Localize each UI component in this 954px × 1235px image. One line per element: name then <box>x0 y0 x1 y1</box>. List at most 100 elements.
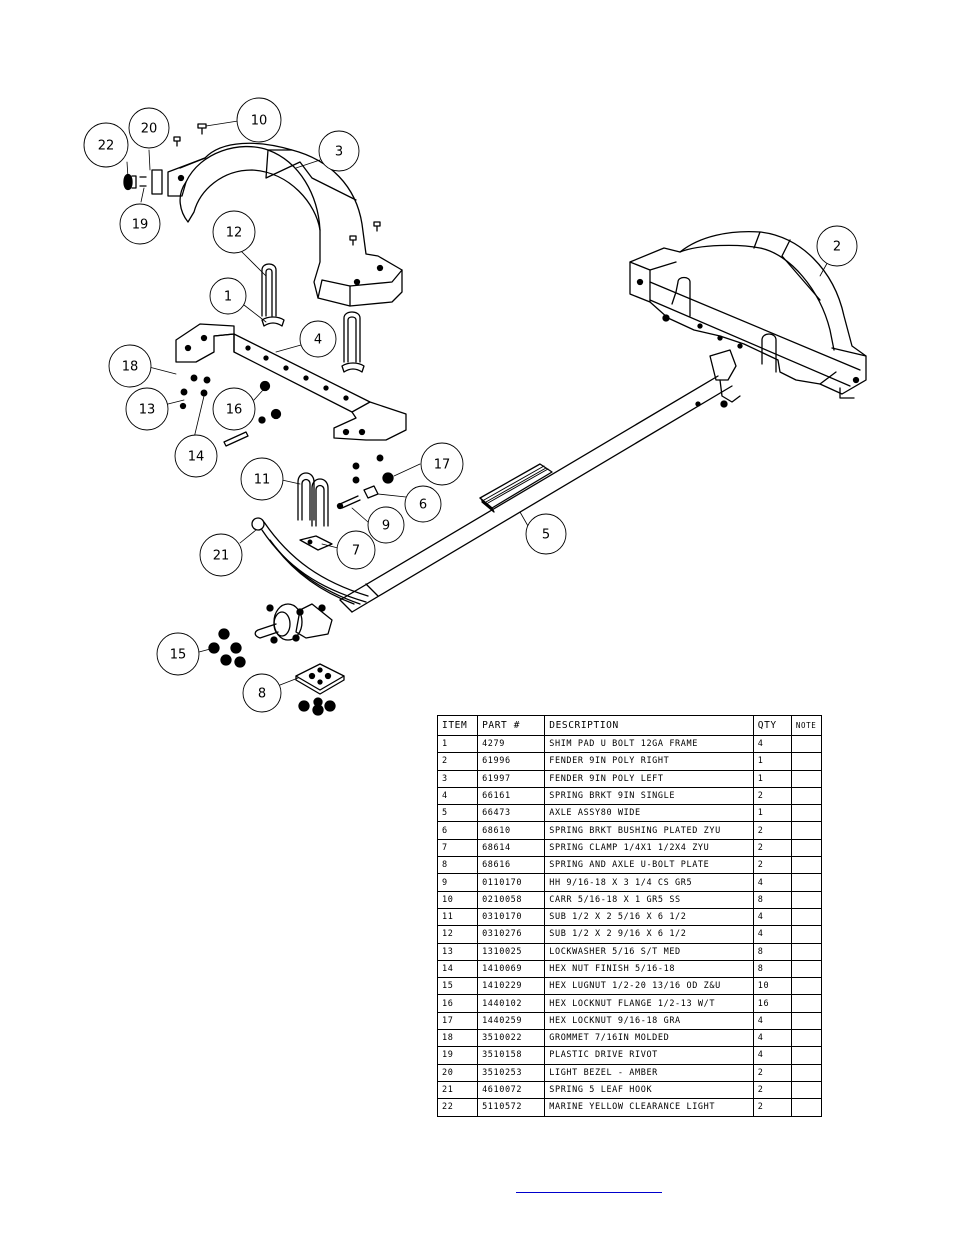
cell-item: 21 <box>436 1080 479 1100</box>
leaf-spring <box>251 517 369 605</box>
cell-qty: 4 <box>752 1046 792 1065</box>
cell-item: 15 <box>436 977 479 996</box>
balloon-callout: 15 <box>156 632 200 676</box>
left-fender <box>167 142 403 307</box>
cell-note <box>790 734 823 754</box>
cell-part-number: 1410229 <box>477 977 546 996</box>
cell-description: PLASTIC DRIVE RIVOT <box>544 1046 754 1065</box>
cell-part-number: 68610 <box>477 821 546 840</box>
cell-item: 10 <box>436 890 479 909</box>
cell-qty: 2 <box>752 856 792 875</box>
lug-nuts <box>208 628 246 668</box>
balloon-callout: 4 <box>299 320 337 358</box>
cell-description: LOCKWASHER 5/16 S/T MED <box>544 942 754 961</box>
cell-note <box>790 959 823 979</box>
balloon-callout: 9 <box>367 506 405 544</box>
clearance-light <box>123 169 163 195</box>
balloon-number: 11 <box>254 473 271 488</box>
cell-part-number: 4279 <box>477 734 546 754</box>
balloon-circle <box>212 387 256 431</box>
cell-description: SPRING BRKT 9IN SINGLE <box>544 786 754 806</box>
balloon-circle <box>174 434 218 478</box>
balloon-number: 6 <box>419 498 427 513</box>
cell-note <box>790 1029 823 1048</box>
cell-qty: 4 <box>752 907 792 927</box>
cell-part-number: 68614 <box>477 838 546 858</box>
hardware-scatter <box>179 374 394 484</box>
balloon-number: 1 <box>224 290 232 305</box>
balloon-callout: 16 <box>212 387 256 431</box>
balloon-callout: 5 <box>525 513 567 555</box>
balloon-callout: 22 <box>83 122 129 168</box>
cell-part-number: 1440259 <box>477 1011 546 1031</box>
balloon-number: 13 <box>139 403 156 418</box>
cell-description: FENDER 9IN POLY RIGHT <box>544 752 754 771</box>
cell-description: HEX LOCKNUT 9/16-18 GRA <box>544 1011 754 1031</box>
cell-note <box>790 1011 823 1031</box>
header-qty: QTY <box>752 715 792 736</box>
u-bolts-upper <box>261 263 361 363</box>
cell-part-number: 0310170 <box>477 907 546 927</box>
u-bolts-lower <box>297 472 329 527</box>
balloon-number: 12 <box>226 226 243 241</box>
cell-part-number: 0110170 <box>477 873 546 892</box>
cell-note <box>790 1080 823 1100</box>
cell-description: AXLE ASSY80 WIDE <box>544 804 754 823</box>
balloon-circle <box>83 122 129 168</box>
balloon-number: 18 <box>122 360 139 375</box>
balloon-number: 10 <box>251 114 268 129</box>
balloon-callout: 1 <box>209 277 247 315</box>
balloon-number: 8 <box>258 687 266 702</box>
balloon-circle <box>236 97 282 143</box>
cell-note <box>790 769 823 788</box>
cell-note <box>790 838 823 858</box>
cell-qty: 8 <box>752 942 792 961</box>
cell-item: 2 <box>436 752 479 771</box>
cell-description: FENDER 9IN POLY LEFT <box>544 769 754 788</box>
balloon-circle <box>816 225 858 267</box>
cell-item: 16 <box>436 994 479 1013</box>
balloon-number: 14 <box>188 450 205 465</box>
cell-qty: 4 <box>752 873 792 892</box>
balloon-circle <box>299 320 337 358</box>
cell-part-number: 1310025 <box>477 942 546 961</box>
cell-note <box>790 890 823 909</box>
cell-item: 5 <box>436 804 479 823</box>
carriage-bolts <box>173 123 381 246</box>
spring-bolt-and-bushing <box>336 485 379 510</box>
cell-qty: 8 <box>752 959 792 979</box>
cell-item: 12 <box>436 925 479 944</box>
cell-part-number: 0310276 <box>477 925 546 944</box>
balloon-circle <box>336 530 376 570</box>
cell-part-number: 66161 <box>477 786 546 806</box>
cell-qty: 2 <box>752 1063 792 1082</box>
balloon-number: 7 <box>352 544 360 559</box>
balloon-callout: 6 <box>404 485 442 523</box>
cell-note <box>790 942 823 961</box>
cell-qty: 2 <box>752 838 792 858</box>
cell-note <box>790 786 823 806</box>
balloon-callout: 8 <box>242 673 282 713</box>
cell-description: SPRING BRKT BUSHING PLATED ZYU <box>544 821 754 840</box>
cell-item: 7 <box>436 838 479 858</box>
header-note: NOTE <box>790 715 823 736</box>
cell-part-number: 68616 <box>477 856 546 875</box>
balloon-number: 20 <box>141 122 158 137</box>
balloon-callout: 2 <box>816 225 858 267</box>
cell-part-number: 0210058 <box>477 890 546 909</box>
balloon-number: 22 <box>98 139 115 154</box>
hub-spindle <box>254 603 333 644</box>
cell-note <box>790 1098 823 1117</box>
